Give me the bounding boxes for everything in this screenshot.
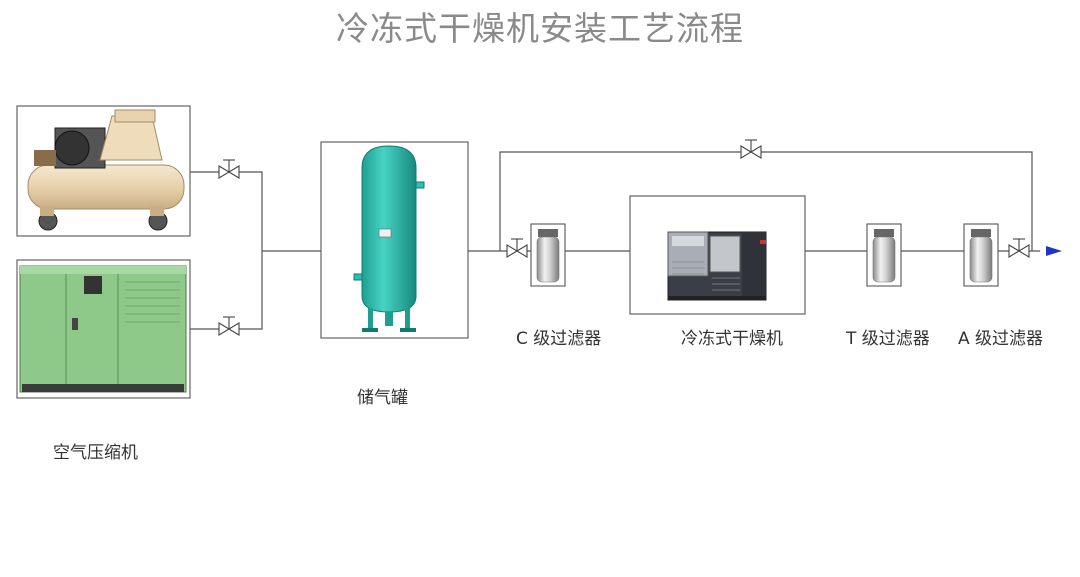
pipe-bypass: [499, 151, 1033, 251]
valves: [218, 139, 1030, 336]
piping: [190, 151, 1040, 330]
c-filter-label: C 级过滤器: [516, 329, 602, 349]
air-tank-label: 储气罐: [357, 388, 408, 408]
valve-icon: [740, 139, 762, 159]
refrigerated-dryer-image: [667, 231, 767, 301]
air-compressor-label: 空气压缩机: [53, 443, 138, 463]
valve-icon: [218, 159, 240, 179]
a-filter-label: A 级过滤器: [958, 329, 1044, 349]
diagram-title: 冷冻式干燥机安装工艺流程: [336, 9, 744, 48]
air-tank-image: [353, 145, 425, 332]
flow-arrow-icon: [1046, 246, 1062, 256]
a-filter-image: [969, 229, 993, 283]
dryer-label: 冷冻式干燥机: [681, 329, 783, 349]
valve-icon: [506, 238, 528, 258]
valve-icon: [1008, 238, 1030, 258]
valve-icon: [218, 316, 240, 336]
screw-compressor-image: [19, 265, 187, 393]
c-filter-image: [536, 229, 560, 283]
piston-compressor-image: [27, 109, 185, 231]
pipe-compressor-1: [190, 171, 263, 330]
t-filter-label: T 级过滤器: [846, 329, 930, 349]
t-filter-image: [872, 229, 896, 283]
